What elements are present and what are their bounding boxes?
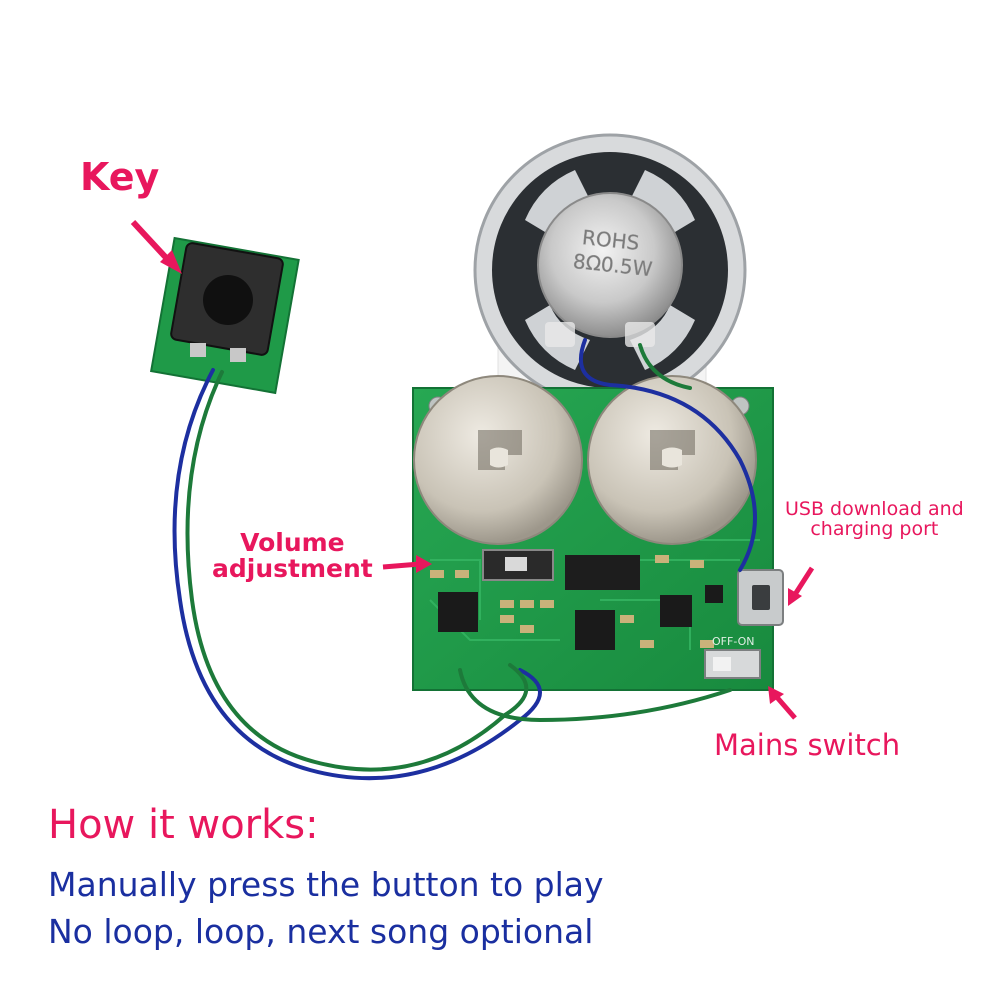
key-arrow: [130, 219, 182, 274]
usb-port-label: USB download and charging port: [785, 498, 964, 540]
volume-label-line1: Volume: [240, 528, 345, 557]
switch-marking: OFF-ON: [712, 635, 754, 648]
usb-arrow: [788, 566, 815, 606]
usb-label-line2: charging port: [810, 517, 939, 540]
key-button-board: [149, 236, 300, 395]
mains-switch: OFF-ON: [704, 635, 761, 679]
callout-arrows: [130, 219, 815, 720]
volume-adjustment-label: Volume adjustment: [212, 528, 373, 584]
speaker: ROHS 8Ω0.5W: [473, 133, 747, 407]
how-it-works-line-1: Manually press the button to play: [48, 865, 604, 904]
usb-label-line1: USB download and: [785, 498, 964, 520]
how-it-works-title: How it works:: [48, 802, 319, 848]
how-it-works-line-2: No loop, loop, next song optional: [48, 912, 594, 951]
mains-switch-label: Mains switch: [714, 728, 901, 762]
pcb-components: [430, 549, 723, 650]
volume-arrow: [382, 555, 432, 573]
speaker-marking-rohs: ROHS: [581, 225, 641, 255]
coin-cell-holder-left: [413, 375, 583, 545]
volume-label-line2: adjustment: [212, 554, 373, 584]
coin-cell-holder-right: [587, 375, 757, 545]
key-label: Key: [80, 155, 160, 199]
mains-arrow: [768, 686, 797, 720]
connecting-wires: [172, 338, 757, 781]
usb-port: [737, 569, 784, 626]
